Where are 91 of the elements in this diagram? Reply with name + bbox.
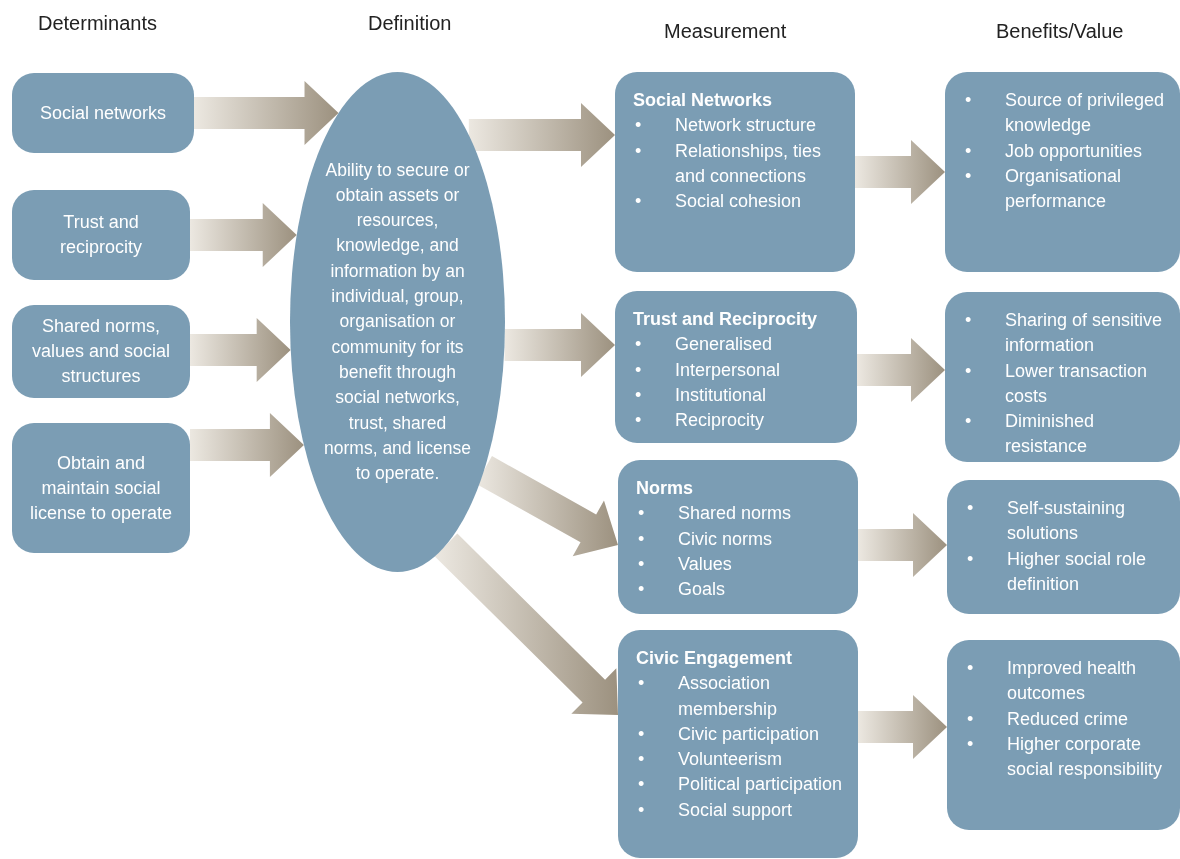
bullet: • bbox=[638, 527, 645, 551]
list-box bbox=[615, 291, 857, 443]
bullet: • bbox=[967, 657, 974, 680]
block-arrow bbox=[858, 695, 947, 759]
box-heading: Trust and Reciprocity bbox=[633, 308, 819, 331]
bullet: • bbox=[965, 309, 972, 332]
list-item: Relationships, ties and connections bbox=[675, 140, 822, 186]
bullet: • bbox=[638, 773, 645, 797]
list-item: Improved health outcomes bbox=[1007, 658, 1137, 704]
list-item: Interpersonal bbox=[675, 359, 781, 380]
column-heading: Determinants bbox=[38, 12, 157, 35]
block-arrow bbox=[504, 313, 615, 377]
list-item: Social support bbox=[678, 799, 793, 820]
block-arrow bbox=[857, 338, 945, 402]
bullet: • bbox=[965, 89, 972, 112]
list-item: Lower transaction costs bbox=[1005, 360, 1148, 406]
list-item: Association membership bbox=[678, 673, 778, 719]
node-text: Social networks bbox=[39, 101, 167, 125]
list-item: Self-sustaining solutions bbox=[1007, 498, 1126, 544]
list-item: Generalised bbox=[675, 334, 773, 355]
list-item: Shared norms bbox=[678, 503, 792, 524]
column-heading: Benefits/Value bbox=[996, 20, 1124, 43]
list-box bbox=[945, 72, 1180, 272]
determinant-box bbox=[12, 190, 190, 280]
block-arrow bbox=[476, 456, 618, 557]
bullet: • bbox=[638, 722, 645, 746]
block-arrow bbox=[855, 140, 945, 204]
list-item: Diminished resistance bbox=[1005, 411, 1095, 457]
list-box bbox=[618, 630, 858, 858]
block-arrow bbox=[468, 103, 615, 167]
list-box bbox=[615, 72, 855, 272]
block-arrow bbox=[190, 413, 304, 477]
determinant-box bbox=[12, 305, 190, 398]
bullet: • bbox=[635, 139, 642, 163]
bullet: • bbox=[638, 552, 645, 576]
list-item: Institutional bbox=[675, 384, 767, 405]
bullet: • bbox=[967, 732, 974, 756]
block-arrow bbox=[190, 203, 297, 267]
box-heading: Norms bbox=[636, 477, 694, 500]
bullet: • bbox=[967, 707, 974, 731]
list-item: Job opportunities bbox=[1005, 140, 1143, 161]
bullet: • bbox=[965, 164, 972, 188]
list-box bbox=[618, 460, 858, 614]
list-item: Source of privileged knowledge bbox=[1005, 90, 1165, 136]
list-item: Sharing of sensitive information bbox=[1005, 310, 1163, 356]
node-text: Shared norms, values and social structures bbox=[30, 315, 172, 388]
block-arrow bbox=[190, 318, 291, 382]
list-box bbox=[945, 292, 1180, 462]
box-heading: Social Networks bbox=[633, 89, 774, 112]
column-heading: Measurement bbox=[664, 20, 787, 43]
list-item: Higher social role definition bbox=[1007, 548, 1147, 594]
determinant-box bbox=[12, 73, 194, 153]
node-text: Ability to secure or obtain assets or resources, knowledge, and information by an individual, group, organisation or community for its benefit through social networks, trust, shared norms, and license to operate. bbox=[323, 158, 472, 486]
block-arrow bbox=[858, 513, 947, 577]
bullet: • bbox=[635, 409, 642, 433]
list-item: Goals bbox=[678, 579, 726, 600]
bullet: • bbox=[965, 139, 972, 163]
bullet: • bbox=[965, 410, 972, 434]
column-heading: Definition bbox=[368, 12, 452, 35]
list-item: Social cohesion bbox=[675, 191, 802, 212]
list-item: Values bbox=[678, 553, 732, 574]
bullet: • bbox=[635, 333, 642, 357]
determinant-box bbox=[12, 423, 190, 553]
bullet: • bbox=[635, 190, 642, 214]
bullet: • bbox=[967, 547, 974, 571]
list-box bbox=[947, 480, 1180, 614]
block-arrow bbox=[434, 533, 618, 715]
block-arrow bbox=[194, 81, 339, 145]
bullet: • bbox=[965, 359, 972, 383]
bullet: • bbox=[638, 502, 645, 526]
bullet: • bbox=[638, 798, 645, 822]
list-item: Civic norms bbox=[678, 528, 772, 549]
bullet: • bbox=[635, 383, 642, 407]
bullet: • bbox=[638, 672, 645, 696]
node-text: Obtain and maintain social license to operate bbox=[28, 451, 174, 525]
node-text: Trust and reciprocity bbox=[59, 211, 143, 259]
bullet: • bbox=[638, 578, 645, 602]
list-item: Network structure bbox=[675, 115, 817, 136]
bullet: • bbox=[635, 114, 642, 138]
list-item: Civic participation bbox=[678, 723, 820, 744]
list-item: Higher corporate social responsibility bbox=[1007, 733, 1163, 780]
list-item: Reciprocity bbox=[675, 410, 765, 431]
list-item: Political participation bbox=[678, 774, 843, 795]
box-heading: Civic Engagement bbox=[636, 647, 794, 670]
list-item: Reduced crime bbox=[1007, 708, 1129, 729]
list-item: Organisational performance bbox=[1005, 165, 1122, 212]
bullet: • bbox=[638, 748, 645, 772]
bullet: • bbox=[635, 358, 642, 382]
bullet: • bbox=[967, 497, 974, 520]
list-item: Volunteerism bbox=[678, 749, 783, 770]
list-box bbox=[947, 640, 1180, 830]
